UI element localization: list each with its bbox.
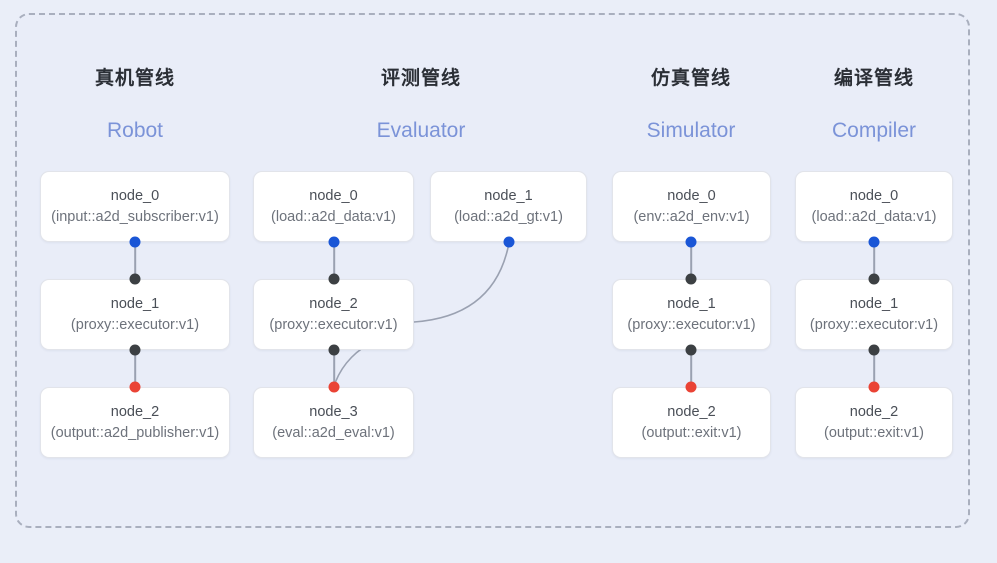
node-name: node_1 bbox=[484, 187, 533, 204]
port-simulator-1-in[interactable] bbox=[685, 273, 697, 285]
node-name: node_0 bbox=[849, 187, 899, 204]
node-simulator-1[interactable]: node_1 (proxy::executor:v1) bbox=[612, 279, 771, 350]
port-robot-2-in[interactable] bbox=[129, 381, 141, 393]
node-simulator-0[interactable]: node_0 (env::a2d_env:v1) bbox=[612, 171, 771, 242]
port-robot-1-out[interactable] bbox=[129, 344, 141, 356]
node-name: node_3 bbox=[309, 403, 358, 420]
node-type: (load::a2d_data:v1) bbox=[811, 208, 937, 225]
link-sim-1-2 bbox=[690, 350, 692, 386]
node-compiler-1[interactable]: node_1 (proxy::executor:v1) bbox=[795, 279, 953, 350]
port-compiler-0-out[interactable] bbox=[868, 236, 880, 248]
node-name: node_2 bbox=[667, 403, 716, 420]
node-type: (env::a2d_env:v1) bbox=[633, 208, 750, 225]
link-eval-2-3 bbox=[333, 350, 335, 386]
node-name: node_1 bbox=[667, 295, 716, 312]
link-sim-0-1 bbox=[690, 242, 692, 278]
node-name: node_1 bbox=[849, 295, 899, 312]
node-evaluator-3[interactable]: node_3 (eval::a2d_eval:v1) bbox=[253, 387, 414, 458]
node-robot-2[interactable]: node_2 (output::a2d_publisher:v1) bbox=[40, 387, 230, 458]
node-type: (eval::a2d_eval:v1) bbox=[272, 424, 395, 441]
node-type: (proxy::executor:v1) bbox=[809, 316, 939, 333]
port-evaluator-2-in[interactable] bbox=[328, 273, 340, 285]
node-type: (load::a2d_gt:v1) bbox=[454, 208, 563, 225]
port-compiler-2-in[interactable] bbox=[868, 381, 880, 393]
node-robot-1[interactable]: node_1 (proxy::executor:v1) bbox=[40, 279, 230, 350]
node-name: node_2 bbox=[309, 295, 358, 312]
node-name: node_0 bbox=[309, 187, 358, 204]
node-evaluator-1[interactable]: node_1 (load::a2d_gt:v1) bbox=[430, 171, 587, 242]
node-robot-0[interactable]: node_0 (input::a2d_subscriber:v1) bbox=[40, 171, 230, 242]
node-name: node_0 bbox=[110, 187, 160, 204]
port-evaluator-1-out[interactable] bbox=[503, 236, 515, 248]
node-name: node_2 bbox=[110, 403, 160, 420]
link-robot-0-1 bbox=[134, 242, 136, 278]
node-type: (output::exit:v1) bbox=[641, 424, 742, 441]
link-comp-0-1 bbox=[873, 242, 875, 278]
port-compiler-1-in[interactable] bbox=[868, 273, 880, 285]
port-evaluator-0-out[interactable] bbox=[328, 236, 340, 248]
port-robot-1-in[interactable] bbox=[129, 273, 141, 285]
node-type: (load::a2d_data:v1) bbox=[271, 208, 396, 225]
port-simulator-2-in[interactable] bbox=[685, 381, 697, 393]
node-type: (output::a2d_publisher:v1) bbox=[50, 424, 220, 441]
port-simulator-0-out[interactable] bbox=[685, 236, 697, 248]
node-type: (proxy::executor:v1) bbox=[269, 316, 398, 333]
port-robot-0-out[interactable] bbox=[129, 236, 141, 248]
node-evaluator-2[interactable]: node_2 (proxy::executor:v1) bbox=[253, 279, 414, 350]
node-name: node_1 bbox=[110, 295, 160, 312]
link-comp-1-2 bbox=[873, 350, 875, 386]
node-name: node_2 bbox=[849, 403, 899, 420]
node-type: (input::a2d_subscriber:v1) bbox=[51, 208, 219, 225]
node-compiler-2[interactable]: node_2 (output::exit:v1) bbox=[795, 387, 953, 458]
node-type: (proxy::executor:v1) bbox=[627, 316, 756, 333]
node-type: (proxy::executor:v1) bbox=[70, 316, 200, 333]
port-simulator-1-out[interactable] bbox=[685, 344, 697, 356]
link-eval-0-2 bbox=[333, 242, 335, 278]
node-name: node_0 bbox=[667, 187, 716, 204]
link-robot-1-2 bbox=[134, 350, 136, 386]
node-evaluator-0[interactable]: node_0 (load::a2d_data:v1) bbox=[253, 171, 414, 242]
port-evaluator-2-out[interactable] bbox=[328, 344, 340, 356]
port-evaluator-3-in[interactable] bbox=[328, 381, 340, 393]
node-type: (output::exit:v1) bbox=[824, 424, 924, 441]
node-compiler-0[interactable]: node_0 (load::a2d_data:v1) bbox=[795, 171, 953, 242]
node-simulator-2[interactable]: node_2 (output::exit:v1) bbox=[612, 387, 771, 458]
port-compiler-1-out[interactable] bbox=[868, 344, 880, 356]
